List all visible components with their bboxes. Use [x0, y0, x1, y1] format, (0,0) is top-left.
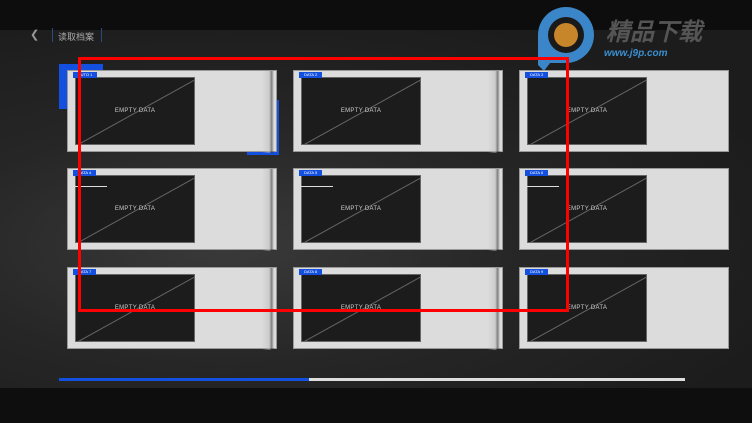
slot-empty-label: EMPTY DATA	[340, 305, 382, 311]
slot-divider	[73, 186, 107, 187]
save-slot[interactable]: DATA 9 EMPTY DATA	[519, 267, 729, 349]
slot-badge: DATA 6	[525, 170, 549, 176]
save-slot[interactable]: DATA 7 EMPTY DATA	[67, 267, 277, 350]
slot-badge: DATA 4	[73, 170, 97, 176]
slot-badge: DATA 3	[525, 72, 549, 78]
slot-thumbnail: EMPTY DATA	[75, 274, 195, 342]
ink-splash	[488, 71, 500, 153]
save-slot[interactable]: DATA 3 EMPTY DATA	[519, 70, 729, 152]
slot-thumbnail: EMPTY DATA	[527, 77, 647, 145]
slot-badge: AUTO 1	[73, 72, 98, 78]
slot-thumbnail: EMPTY DATA	[301, 77, 421, 145]
save-slot[interactable]: DATA 5 EMPTY DATA	[293, 168, 503, 251]
ink-splash	[262, 169, 274, 251]
save-slot[interactable]: DATA 6 EMPTY DATA	[519, 168, 729, 250]
ink-splash	[262, 71, 274, 153]
slot-divider	[525, 186, 559, 187]
back-button[interactable]: ❮	[30, 29, 40, 41]
slot-thumbnail: EMPTY DATA	[527, 274, 647, 342]
watermark-brand: 精品下载	[606, 19, 702, 46]
watermark-logo-icon	[538, 7, 594, 70]
slot-empty-label: EMPTY DATA	[340, 206, 382, 212]
save-slot[interactable]: AUTO 1 EMPTY DATA	[67, 70, 277, 153]
save-slot[interactable]: DATA 2 EMPTY DATA	[293, 70, 503, 153]
watermark-url: www.j9p.com	[604, 48, 668, 59]
scrollbar-thumb[interactable]	[59, 378, 310, 381]
selection-corner-bottom-right	[247, 100, 279, 155]
ink-splash	[488, 169, 500, 251]
slot-empty-label: EMPTY DATA	[566, 108, 608, 114]
slot-thumbnail: EMPTY DATA	[75, 77, 195, 145]
slot-badge: DATA 7	[73, 269, 97, 275]
highlight-box	[78, 57, 569, 312]
save-slot[interactable]: DATA 8 EMPTY DATA	[293, 267, 503, 350]
slot-badge: DATA 9	[525, 269, 549, 275]
top-bar	[0, 0, 752, 30]
slot-empty-label: EMPTY DATA	[566, 206, 608, 212]
slot-empty-label: EMPTY DATA	[114, 305, 156, 311]
slot-badge: DATA 8	[299, 269, 323, 275]
save-slot[interactable]: DATA 4 EMPTY DATA	[67, 168, 277, 251]
slot-divider	[299, 186, 333, 187]
slot-empty-label: EMPTY DATA	[114, 206, 156, 212]
slot-empty-label: EMPTY DATA	[340, 108, 382, 114]
slot-empty-label: EMPTY DATA	[114, 108, 156, 114]
slot-badge: DATA 5	[299, 170, 323, 176]
bottom-bar	[0, 388, 752, 423]
slot-badge: DATA 2	[299, 72, 323, 78]
page-title: 读取档案	[51, 28, 103, 42]
slot-thumbnail: EMPTY DATA	[301, 274, 421, 342]
slot-empty-label: EMPTY DATA	[566, 305, 608, 311]
page-scrollbar[interactable]	[59, 378, 685, 381]
